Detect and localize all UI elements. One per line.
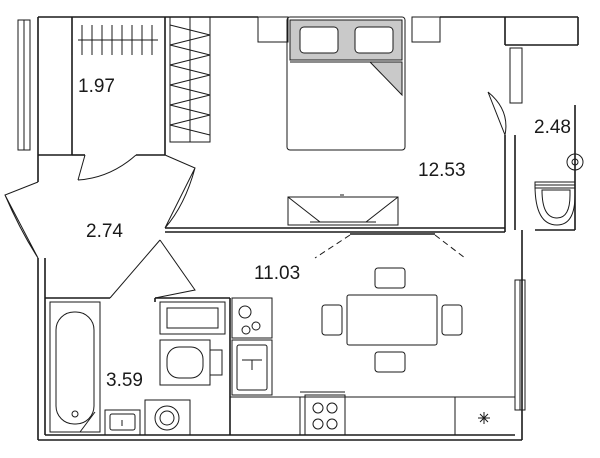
interior-walls — [38, 17, 516, 435]
ventilation-shaft-icon — [287, 194, 466, 259]
kitchen-counter — [230, 391, 515, 435]
toilet-icon — [534, 181, 576, 226]
top-window-frames — [257, 16, 441, 43]
wardrobe-shelving-icon — [78, 25, 158, 55]
bedroom-area-label: 12.53 — [418, 160, 466, 181]
wash-basin-icon — [566, 153, 584, 171]
dining-table-icon — [321, 267, 463, 373]
cabinet-icon — [159, 301, 226, 335]
washroom-area-label: 3.59 — [106, 370, 143, 391]
bedroom-closet-icon — [169, 16, 211, 143]
double-bed-icon — [286, 16, 406, 151]
wardrobe-area-label: 1.97 — [78, 76, 115, 97]
bathroom-area-label: 2.48 — [534, 117, 571, 138]
washing-machine-icon — [144, 399, 191, 436]
kitchen-sink-icon — [231, 339, 273, 396]
ventilation-mark — [478, 412, 490, 424]
wash-basin-icon-washroom — [104, 409, 141, 436]
doors — [4, 91, 507, 299]
bathtub-icon — [49, 301, 101, 433]
outer-walls — [17, 16, 579, 441]
hall-area-label: 2.74 — [86, 221, 123, 242]
dishwasher-icon — [231, 297, 273, 339]
stove-icon — [304, 394, 346, 436]
toilet-icon-washroom — [159, 339, 223, 386]
kitchen-living-area-label: 11.03 — [254, 263, 300, 284]
